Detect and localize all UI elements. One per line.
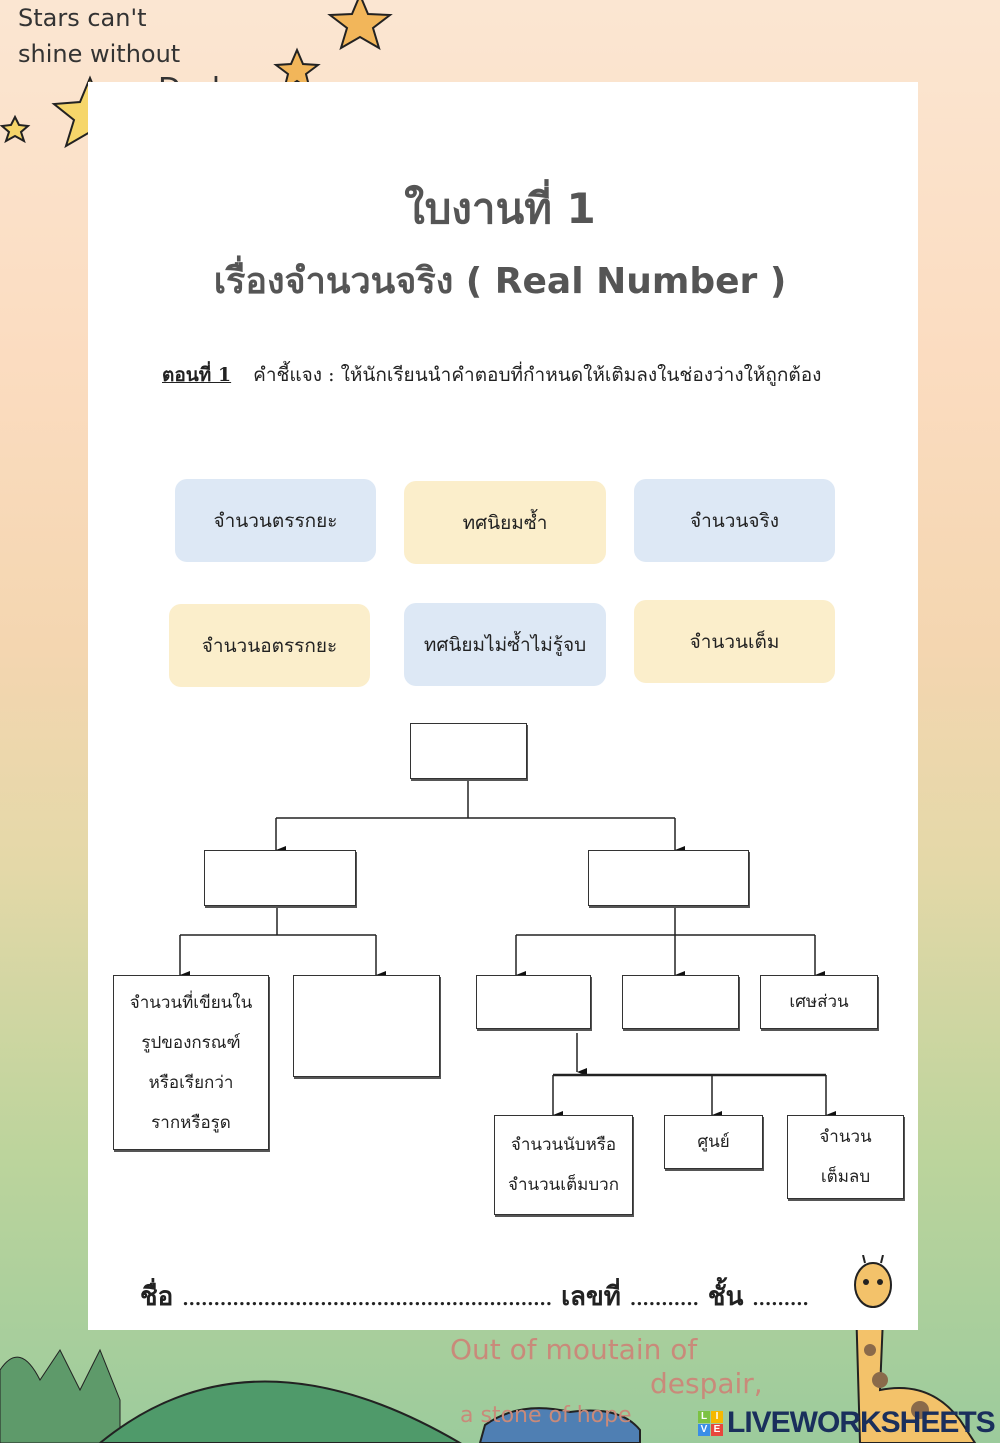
box-text: จำนวน bbox=[819, 1127, 872, 1147]
giraffe-head-icon bbox=[854, 1255, 892, 1308]
box-text: รูปของกรณฑ์ bbox=[141, 1032, 241, 1053]
box-text: จำนวนนับหรือ bbox=[510, 1135, 617, 1155]
box-text: ศูนย์ bbox=[697, 1132, 730, 1152]
logo-text: LIVEWORKSHEETS bbox=[727, 1406, 996, 1439]
instruction-text: คำชี้แจง : ให้นักเรียนนำคำตอบที่กำหนดให้… bbox=[253, 364, 822, 386]
box-text: เต็มลบ bbox=[820, 1167, 871, 1187]
decor-line: Out of moutain of bbox=[450, 1333, 698, 1366]
decor-line: Stars can't bbox=[18, 4, 147, 32]
landscape-decoration-icon bbox=[0, 1330, 977, 1443]
decor-line: despair, bbox=[650, 1367, 763, 1400]
blank-real-number[interactable] bbox=[410, 723, 527, 779]
fraction-box: เศษส่วน bbox=[760, 975, 878, 1029]
box-text: จำนวนเต็มบวก bbox=[508, 1175, 619, 1195]
chip-label: จำนวนตรรกยะ bbox=[213, 509, 338, 532]
word-chip[interactable]: จำนวนอตรรกยะ bbox=[169, 604, 370, 687]
word-chip[interactable]: จำนวนตรรกยะ bbox=[175, 479, 376, 562]
decor-line: shine without bbox=[18, 40, 181, 68]
chip-label: จำนวนเต็ม bbox=[689, 630, 780, 653]
word-chip[interactable]: ทศนิยมไม่ซ้ำไม่รู้จบ bbox=[404, 603, 606, 686]
class-field[interactable]: ......... bbox=[752, 1289, 809, 1310]
number-label: เลขที่ bbox=[561, 1282, 621, 1312]
irrational-description-box: จำนวนที่เขียนใน รูปของกรณฑ์ หรือเรียกว่า… bbox=[113, 975, 269, 1150]
student-info: ชื่อ ...................................… bbox=[140, 1276, 809, 1317]
chip-label: ทศนิยมซ้ำ bbox=[462, 511, 548, 534]
class-label: ชั้น bbox=[707, 1282, 744, 1312]
chip-label: จำนวนจริง bbox=[689, 509, 780, 532]
word-chip[interactable]: ทศนิยมซ้ำ bbox=[404, 481, 606, 564]
page-title: ใบงานที่ 1 bbox=[404, 184, 596, 233]
chip-label: ทศนิยมไม่ซ้ำไม่รู้จบ bbox=[423, 633, 587, 656]
zero-box: ศูนย์ bbox=[664, 1115, 763, 1169]
instruction: ตอนที่ 1 คำชี้แจง : ให้นักเรียนนำคำตอบที… bbox=[162, 360, 821, 390]
positive-integer-box: จำนวนนับหรือ จำนวนเต็มบวก bbox=[494, 1115, 633, 1215]
number-field[interactable]: ........... bbox=[629, 1289, 699, 1310]
chip-label: จำนวนอตรรกยะ bbox=[201, 634, 338, 657]
word-chip[interactable]: จำนวนเต็ม bbox=[634, 600, 835, 683]
decor-line: a stone of hope bbox=[460, 1403, 632, 1428]
blank-rational[interactable] bbox=[588, 850, 749, 906]
blank-repeating-decimal[interactable] bbox=[622, 975, 739, 1029]
box-text: รากหรือรูด bbox=[151, 1112, 231, 1133]
box-text: จำนวนที่เขียนใน bbox=[129, 992, 253, 1013]
box-text: เศษส่วน bbox=[789, 992, 849, 1012]
decor-quote-bottom: Out of moutain of despair, a stone of ho… bbox=[450, 1333, 763, 1431]
box-text: หรือเรียกว่า bbox=[148, 1072, 234, 1093]
page-subtitle: เรื่องจำนวนจริง ( Real Number ) bbox=[213, 261, 787, 302]
word-chip[interactable]: จำนวนจริง bbox=[634, 479, 835, 562]
blank-integer[interactable] bbox=[476, 975, 591, 1029]
name-label: ชื่อ bbox=[140, 1282, 174, 1312]
blank-irrational[interactable] bbox=[204, 850, 356, 906]
part-label: ตอนที่ 1 bbox=[162, 364, 232, 386]
blank-nonrepeating-decimal[interactable] bbox=[293, 975, 440, 1077]
negative-integer-box: จำนวน เต็มลบ bbox=[787, 1115, 904, 1199]
name-field[interactable]: ........................................… bbox=[182, 1289, 553, 1310]
